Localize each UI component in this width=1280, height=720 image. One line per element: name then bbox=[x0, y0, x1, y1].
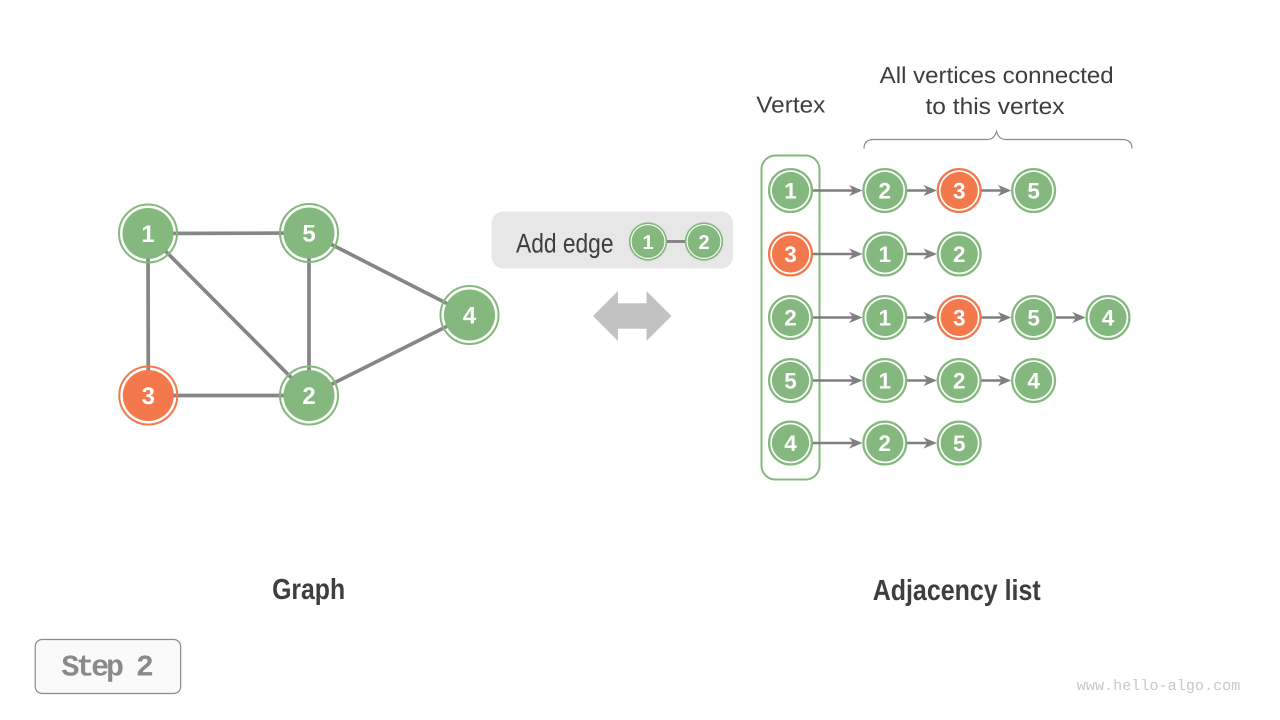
svg-text:www.hello-algo.com: www.hello-algo.com bbox=[1077, 677, 1241, 695]
svg-text:3: 3 bbox=[953, 306, 966, 331]
svg-text:All vertices connected: All vertices connected bbox=[880, 62, 1114, 88]
svg-text:1: 1 bbox=[642, 232, 653, 254]
svg-text:Vertex: Vertex bbox=[756, 92, 826, 118]
svg-text:4: 4 bbox=[1027, 369, 1040, 394]
svg-text:4: 4 bbox=[1102, 306, 1115, 331]
svg-text:5: 5 bbox=[302, 221, 315, 248]
svg-text:Adjacency list: Adjacency list bbox=[873, 575, 1041, 607]
svg-text:3: 3 bbox=[784, 242, 797, 267]
svg-text:5: 5 bbox=[1027, 179, 1040, 204]
svg-text:3: 3 bbox=[953, 179, 966, 204]
svg-text:2: 2 bbox=[879, 179, 892, 204]
svg-text:Add edge: Add edge bbox=[516, 229, 614, 259]
svg-text:5: 5 bbox=[784, 369, 797, 394]
svg-text:2: 2 bbox=[698, 232, 709, 254]
svg-text:to this vertex: to this vertex bbox=[926, 93, 1066, 119]
svg-text:5: 5 bbox=[953, 431, 966, 456]
svg-text:3: 3 bbox=[142, 383, 155, 410]
svg-text:2: 2 bbox=[302, 383, 315, 410]
svg-text:2: 2 bbox=[953, 242, 966, 267]
svg-text:2: 2 bbox=[784, 306, 797, 331]
svg-text:2: 2 bbox=[953, 369, 966, 394]
svg-text:Graph: Graph bbox=[272, 574, 345, 606]
svg-text:2: 2 bbox=[879, 431, 892, 456]
svg-text:Step 2: Step 2 bbox=[61, 652, 154, 686]
svg-text:1: 1 bbox=[879, 306, 892, 331]
svg-text:4: 4 bbox=[784, 431, 797, 456]
svg-text:1: 1 bbox=[141, 221, 154, 248]
svg-text:1: 1 bbox=[879, 242, 892, 267]
svg-text:5: 5 bbox=[1027, 306, 1040, 331]
svg-text:1: 1 bbox=[879, 369, 892, 394]
svg-text:1: 1 bbox=[784, 179, 797, 204]
svg-text:4: 4 bbox=[463, 303, 477, 330]
